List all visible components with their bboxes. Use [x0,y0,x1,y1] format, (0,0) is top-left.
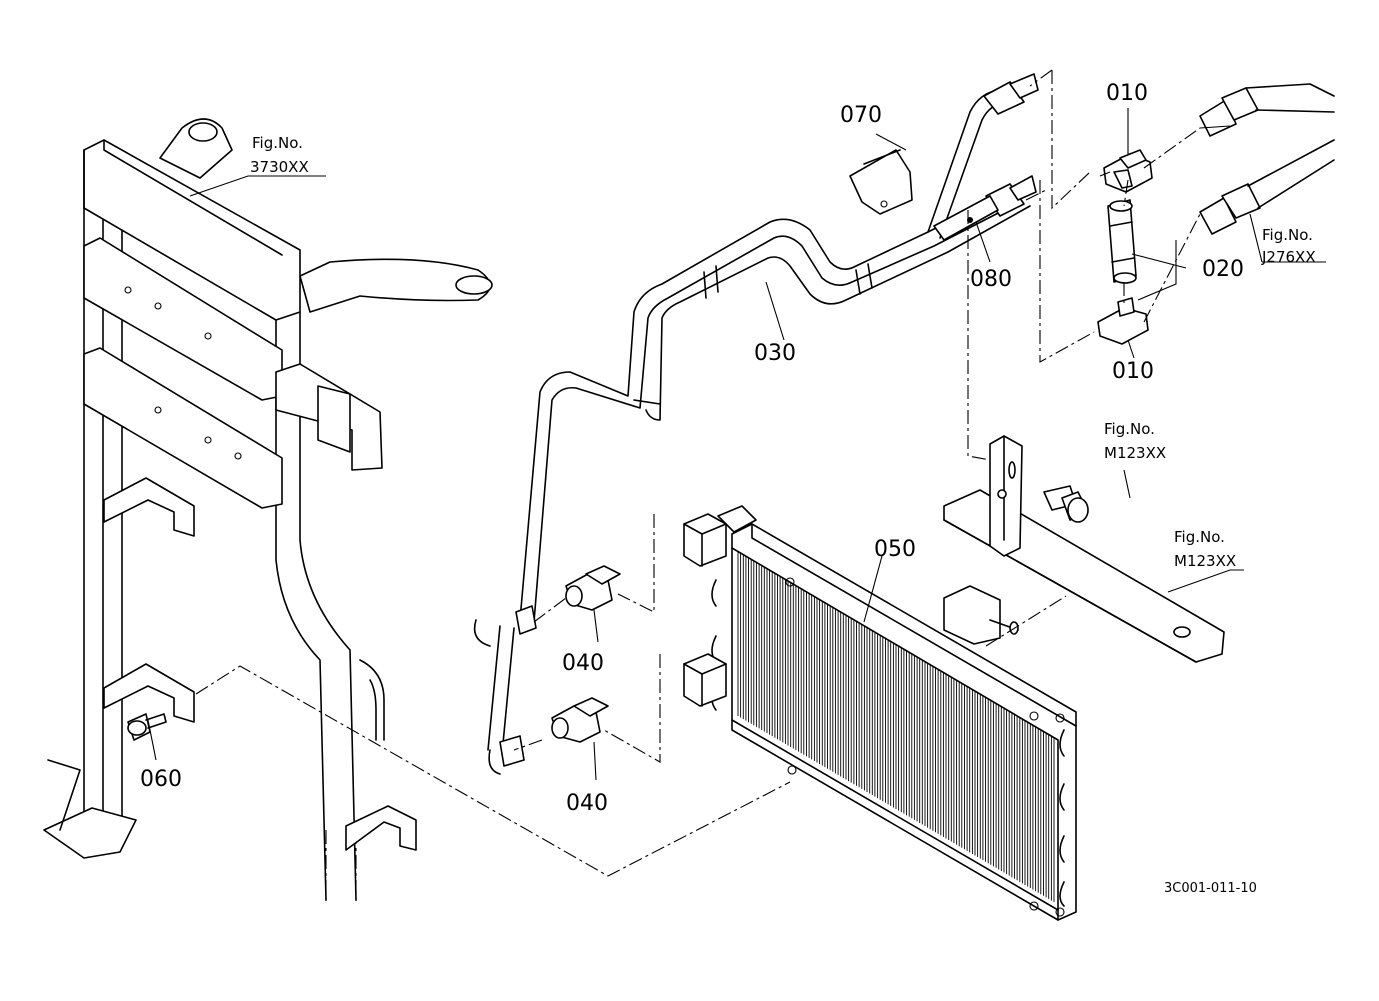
label-060: 060 [140,767,182,792]
part-040-elbow-bottom [551,697,609,743]
label-030: 030 [754,341,796,366]
part-050-oil-cooler [711,505,1077,921]
bolt-m123 [1043,485,1089,523]
fig-ref-frame-number: 3730XX [250,158,309,176]
label-070: 070 [840,103,882,128]
fig-ref-frame-prefix: Fig.No. [252,134,303,152]
label-010-bottom: 010 [1112,359,1154,384]
leader-lines [147,69,1326,877]
part-010-tee-bottom [1097,297,1149,345]
fig-ref-hose-prefix: Fig.No. [1262,226,1313,244]
label-080: 080 [970,267,1012,292]
part-040-elbow-top [565,565,621,611]
mounting-bracket [943,435,1225,663]
part-010-tee-top [1103,149,1153,193]
part-030-oil-tube [473,73,1039,775]
label-040-bottom: 040 [566,791,608,816]
figure-references: Fig.No. 3730XX Fig.No. J276XX Fig.No. M1… [250,134,1316,570]
part-060-plug [127,713,167,741]
label-010-top: 010 [1106,81,1148,106]
fig-ref-bolt-prefix: Fig.No. [1104,420,1155,438]
fig-ref-bracket-number: M123XX [1174,552,1236,570]
part-070-clamp [849,149,913,215]
label-050: 050 [874,537,916,562]
fig-ref-hose-number: J276XX [1261,248,1316,266]
part-020-filter [1107,199,1137,284]
hose-assembly-right [1199,83,1335,235]
fig-ref-bolt-number: M123XX [1104,444,1166,462]
label-020: 020 [1202,257,1244,282]
part-labels: 010 010 020 030 040 040 050 060 070 080 [140,81,1244,816]
drawing-code: 3C001-011-10 [1164,881,1257,896]
label-040-top: 040 [562,651,604,676]
support-frame [43,118,493,905]
cooler-fins [737,552,1055,902]
fig-ref-bracket-prefix: Fig.No. [1174,528,1225,546]
cooler-port-blocks [683,513,727,707]
